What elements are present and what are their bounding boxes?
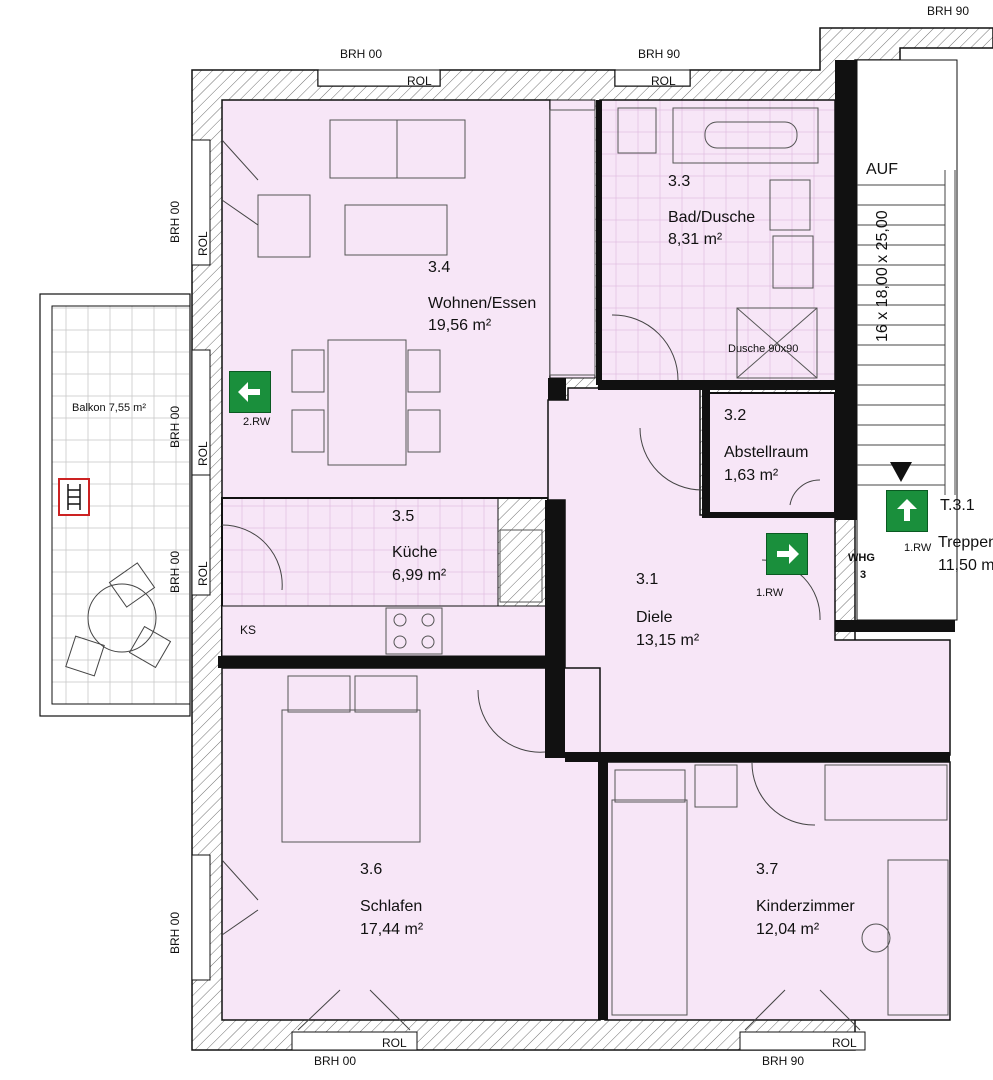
room-3-4-number: 3.4 <box>428 259 451 276</box>
window-brh-left-1: BRH 00 <box>168 200 182 243</box>
stair-area: 11,50 m <box>938 557 993 574</box>
direction-triangle-icon <box>890 462 912 482</box>
rw1-label-stair: 1.RW <box>904 542 932 554</box>
stair-name: Treppen <box>938 534 993 551</box>
room-3-3-name: Bad/Dusche <box>668 209 756 226</box>
room-3-1-name: Diele <box>636 609 673 626</box>
window-rol-bottom-2: ROL <box>832 1036 857 1050</box>
unit-label-line2: 3 <box>860 569 867 581</box>
room-3-5-area: 6,99 m² <box>392 567 447 584</box>
window-rol-left-3: ROL <box>196 561 210 586</box>
room-3-6-number: 3.6 <box>360 861 383 878</box>
balcony-label: Balkon 7,55 m² <box>72 402 146 414</box>
shower-label: Dusche 90x90 <box>728 343 799 355</box>
door-swings <box>221 139 861 1031</box>
room-floors <box>221 99 951 1021</box>
room-3-3-number: 3.3 <box>668 173 691 190</box>
rw1-label-diele: 1.RW <box>756 587 784 599</box>
stair-number: T.3.1 <box>940 497 975 514</box>
window-brh-bottom-2: BRH 90 <box>762 1054 805 1068</box>
window-brh-left-3: BRH 00 <box>168 550 182 593</box>
furniture <box>257 107 949 1016</box>
room-3-4-name: Wohnen/Essen <box>428 295 537 312</box>
ks-label: KS <box>240 623 257 637</box>
room-3-7-area: 12,04 m² <box>756 921 820 938</box>
room-3-5-number: 3.5 <box>392 508 415 525</box>
window-rol-left-2: ROL <box>196 441 210 466</box>
ladder-icon <box>58 478 90 516</box>
stair-up-label: AUF <box>866 161 898 178</box>
unit-label-line1: WHG <box>848 552 875 564</box>
room-3-3-area: 8,31 m² <box>668 231 723 248</box>
room-3-1-area: 13,15 m² <box>636 632 700 649</box>
room-3-5-name: Küche <box>392 544 438 561</box>
exit-arrow-right-icon <box>777 544 799 564</box>
exit-sign-2rw <box>229 371 271 413</box>
window-brh-top-1: BRH 00 <box>340 47 383 61</box>
window-rol-top-1: ROL <box>407 74 432 88</box>
window-brh-top-2: BRH 90 <box>638 47 681 61</box>
room-3-7-name: Kinderzimmer <box>756 898 855 915</box>
window-rol-top-2: ROL <box>651 74 676 88</box>
room-3-2-name: Abstellraum <box>724 444 809 461</box>
exit-arrow-left-icon <box>238 382 260 402</box>
interior-walls <box>218 60 955 1020</box>
room-3-4-area: 19,56 m² <box>428 317 492 334</box>
window-brh-left-4: BRH 00 <box>168 911 182 954</box>
window-rol-left-1: ROL <box>196 231 210 256</box>
window-brh-bottom-1: BRH 00 <box>314 1054 357 1068</box>
exit-sign-1rw-stair <box>886 490 928 532</box>
stair-dimensions: 16 x 18,00 x 25,00 <box>874 210 891 342</box>
rw2-label: 2.RW <box>243 416 271 428</box>
room-3-6-name: Schlafen <box>360 898 423 915</box>
room-3-2-number: 3.2 <box>724 407 747 424</box>
room-3-7-number: 3.7 <box>756 861 779 878</box>
room-3-6-area: 17,44 m² <box>360 921 424 938</box>
window-brh-top-3: BRH 90 <box>927 4 970 18</box>
exit-sign-1rw-diele <box>766 533 808 575</box>
balcony <box>39 293 191 717</box>
exit-arrow-up-icon <box>897 499 917 521</box>
room-3-2-area: 1,63 m² <box>724 467 779 484</box>
window-rol-bottom-1: ROL <box>382 1036 407 1050</box>
room-3-1-number: 3.1 <box>636 571 659 588</box>
window-brh-left-2: BRH 00 <box>168 405 182 448</box>
